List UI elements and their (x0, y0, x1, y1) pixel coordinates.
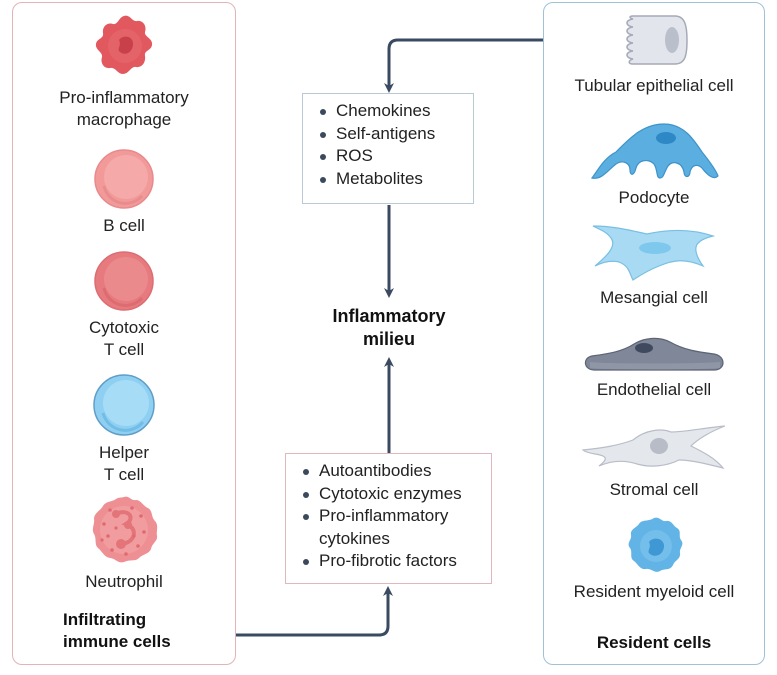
label-podocyte: Podocyte (618, 188, 690, 207)
podocyte-icon (590, 123, 719, 179)
list-item: Metabolites (317, 168, 473, 191)
label-line: macrophage (76, 110, 172, 129)
bullet-icon (320, 131, 326, 138)
label-helper-t-cell: Helper T cell (22, 442, 226, 486)
milieu-line: milieu (362, 329, 415, 349)
immune-signals-box: Autoantibodies Cytotoxic enzymes Pro-inf… (285, 453, 492, 584)
item-text: Pro-inflammatory (319, 506, 449, 525)
neutrophil-icon (92, 496, 158, 563)
cytotoxic-t-cell-icon (94, 251, 154, 311)
endothelial-cell-icon (584, 337, 724, 371)
bullet-icon (303, 469, 309, 475)
label-line: Helper (98, 443, 150, 462)
item-text: Chemokines (336, 101, 431, 120)
arrow-resident-to-top-box (384, 38, 543, 93)
item-text: Autoantibodies (319, 461, 432, 480)
title-line: Infiltrating (63, 610, 147, 629)
list-item: Chemokines (317, 100, 473, 123)
cell-neutrophil: Neutrophil (22, 494, 226, 593)
item-text: Metabolites (336, 168, 423, 188)
list-item: Cytotoxic enzymes (300, 483, 491, 506)
b-cell-icon (94, 149, 154, 209)
list-item: Pro-fibrotic factors (300, 550, 491, 573)
list-item: Self-antigens (317, 123, 473, 146)
title-line: immune cells (63, 632, 171, 651)
resident-signals-box: Chemokines Self-antigens ROS Metabolites (302, 93, 474, 204)
bullet-icon (320, 154, 326, 160)
infiltrating-immune-cells-title: Infiltrating immune cells (63, 609, 171, 653)
item-text: Cytotoxic enzymes (319, 483, 462, 503)
item-text: ROS (336, 146, 373, 165)
label-neutrophil: Neutrophil (85, 572, 163, 591)
arrow-infiltrating-to-bottom-box (236, 586, 393, 637)
helper-t-cell-icon (93, 374, 155, 436)
label-line: T cell (103, 340, 145, 359)
label-tubular-epithelial: Tubular epithelial cell (574, 76, 734, 95)
milieu-line: Inflammatory (332, 306, 446, 326)
item-text-continued: cytokines (319, 528, 390, 548)
bullet-icon (320, 109, 326, 115)
item-text: Self-antigens (336, 123, 436, 143)
cell-resident-myeloid: Resident myeloid cell (548, 514, 760, 603)
cell-helper-t-cell: Helper T cell (22, 373, 226, 486)
bullet-icon (303, 514, 309, 520)
stromal-cell-icon (581, 425, 726, 470)
bullet-icon (303, 491, 309, 498)
label-line: Cytotoxic (89, 318, 159, 337)
list-item: ROS (317, 145, 473, 168)
label-cytotoxic-t-cell: Cytotoxic T cell (22, 317, 226, 361)
bullet-icon (320, 176, 326, 183)
list-item: Autoantibodies (300, 460, 491, 483)
inflammatory-milieu-label: Inflammatory milieu (300, 305, 478, 351)
resident-myeloid-cell-icon (628, 517, 683, 572)
cell-cytotoxic-t-cell: Cytotoxic T cell (22, 250, 226, 361)
item-text: Pro-fibrotic factors (319, 551, 457, 570)
cell-tubular-epithelial: Tubular epithelial cell (548, 10, 760, 97)
mesangial-cell-icon (592, 225, 716, 281)
list-item: Pro-inflammatory cytokines (300, 505, 491, 550)
cell-podocyte: Podocyte (548, 120, 760, 209)
label-b-cell: B cell (103, 216, 145, 235)
cell-stromal: Stromal cell (548, 422, 760, 501)
label-stromal: Stromal cell (609, 480, 699, 499)
label-line: Pro-inflammatory (59, 88, 189, 107)
tubular-epithelial-cell-icon (626, 15, 688, 65)
label-line: T cell (103, 465, 145, 484)
label-endothelial: Endothelial cell (596, 380, 712, 399)
cell-endothelial: Endothelial cell (548, 334, 760, 401)
label-mesangial: Mesangial cell (600, 288, 708, 307)
macrophage-icon (95, 15, 153, 74)
cell-mesangial: Mesangial cell (548, 222, 760, 309)
label-pro-inflammatory-macrophage: Pro-inflammatory macrophage (22, 87, 226, 131)
cell-b-cell: B cell (22, 148, 226, 237)
cell-pro-inflammatory-macrophage: Pro-inflammatory macrophage (22, 12, 226, 131)
bullet-icon (303, 559, 309, 565)
resident-cells-title: Resident cells (596, 633, 712, 652)
label-resident-myeloid: Resident myeloid cell (573, 582, 735, 601)
